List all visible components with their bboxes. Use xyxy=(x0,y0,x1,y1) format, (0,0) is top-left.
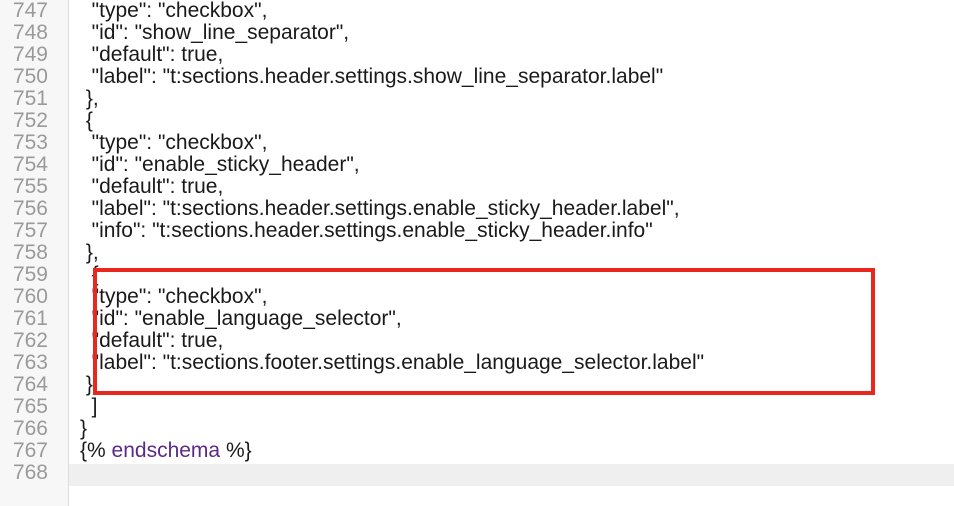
code-line[interactable]: 752 { xyxy=(0,110,954,132)
code-text[interactable]: "label": "t:sections.header.settings.ena… xyxy=(80,197,680,220)
code-line[interactable]: 764 } xyxy=(0,374,954,396)
code-text[interactable]: "type": "checkbox", xyxy=(80,131,268,154)
code-line[interactable]: 749 "default": true, xyxy=(0,44,954,66)
line-number: 766 xyxy=(12,417,48,440)
code-line[interactable]: 762 "default": true, xyxy=(0,330,954,352)
line-number: 752 xyxy=(12,109,48,132)
line-number-gutter xyxy=(0,0,69,506)
line-number: 757 xyxy=(12,219,48,242)
line-number: 758 xyxy=(12,241,48,264)
code-line[interactable]: 747 "type": "checkbox", xyxy=(0,0,954,22)
line-number: 761 xyxy=(12,307,48,330)
line-number: 753 xyxy=(12,131,48,154)
code-text[interactable]: { xyxy=(80,263,99,286)
code-text[interactable]: "label": "t:sections.footer.settings.ena… xyxy=(80,351,705,374)
code-line[interactable]: 755 "default": true, xyxy=(0,176,954,198)
line-number: 763 xyxy=(12,351,48,374)
line-number: 762 xyxy=(12,329,48,352)
line-number: 756 xyxy=(12,197,48,220)
code-line[interactable]: 763 "label": "t:sections.footer.settings… xyxy=(0,352,954,374)
code-line[interactable]: 759 { xyxy=(0,264,954,286)
line-number: 750 xyxy=(12,65,48,88)
line-number: 754 xyxy=(12,153,48,176)
line-number: 748 xyxy=(12,21,48,44)
code-line[interactable]: 768 xyxy=(0,462,954,484)
line-number: 759 xyxy=(12,263,48,286)
code-line[interactable]: 765 ] xyxy=(0,396,954,418)
code-line[interactable]: 756 "label": "t:sections.header.settings… xyxy=(0,198,954,220)
code-text[interactable]: } xyxy=(80,373,93,396)
code-text[interactable]: "id": "show_line_separator", xyxy=(80,21,350,44)
code-line[interactable]: 753 "type": "checkbox", xyxy=(0,132,954,154)
liquid-tag-close: %} xyxy=(220,439,252,462)
code-text[interactable]: "default": true, xyxy=(80,43,224,66)
code-text[interactable]: }, xyxy=(80,241,99,264)
liquid-tag-open: {% xyxy=(80,439,112,462)
code-text[interactable]: "id": "enable_sticky_header", xyxy=(80,153,360,176)
code-text[interactable]: "default": true, xyxy=(80,329,224,352)
code-line[interactable]: 751 }, xyxy=(0,88,954,110)
code-line[interactable]: 767 {% endschema %} xyxy=(0,440,954,462)
current-line-highlight xyxy=(69,464,954,486)
code-text[interactable]: "label": "t:sections.header.settings.sho… xyxy=(80,65,664,88)
code-text[interactable]: "type": "checkbox", xyxy=(80,285,268,308)
code-line[interactable]: 758 }, xyxy=(0,242,954,264)
code-line[interactable]: 750 "label": "t:sections.header.settings… xyxy=(0,66,954,88)
code-text[interactable]: }, xyxy=(80,87,99,110)
code-text[interactable]: } xyxy=(80,417,88,440)
line-number: 767 xyxy=(12,439,48,462)
code-line[interactable]: 757 "info": "t:sections.header.settings.… xyxy=(0,220,954,242)
line-number: 747 xyxy=(12,0,48,22)
line-number: 768 xyxy=(12,461,48,484)
code-text[interactable]: "info": "t:sections.header.settings.enab… xyxy=(80,219,653,242)
line-number: 749 xyxy=(12,43,48,66)
code-line[interactable]: 754 "id": "enable_sticky_header", xyxy=(0,154,954,176)
liquid-keyword: endschema xyxy=(111,439,221,462)
code-text[interactable]: { xyxy=(80,109,93,132)
line-number: 755 xyxy=(12,175,48,198)
code-text[interactable]: ] xyxy=(80,395,98,418)
code-text[interactable]: "type": "checkbox", xyxy=(80,0,268,22)
code-line[interactable]: 748 "id": "show_line_separator", xyxy=(0,22,954,44)
code-line[interactable]: 766 } xyxy=(0,418,954,440)
line-number: 764 xyxy=(12,373,48,396)
line-number: 751 xyxy=(12,87,48,110)
code-text[interactable]: "id": "enable_language_selector", xyxy=(80,307,402,330)
line-number: 765 xyxy=(12,395,48,418)
code-line[interactable]: 760 "type": "checkbox", xyxy=(0,286,954,308)
line-number: 760 xyxy=(12,285,48,308)
code-line[interactable]: 761 "id": "enable_language_selector", xyxy=(0,308,954,330)
code-text[interactable]: "default": true, xyxy=(80,175,224,198)
code-text[interactable]: {% endschema %} xyxy=(80,440,252,462)
